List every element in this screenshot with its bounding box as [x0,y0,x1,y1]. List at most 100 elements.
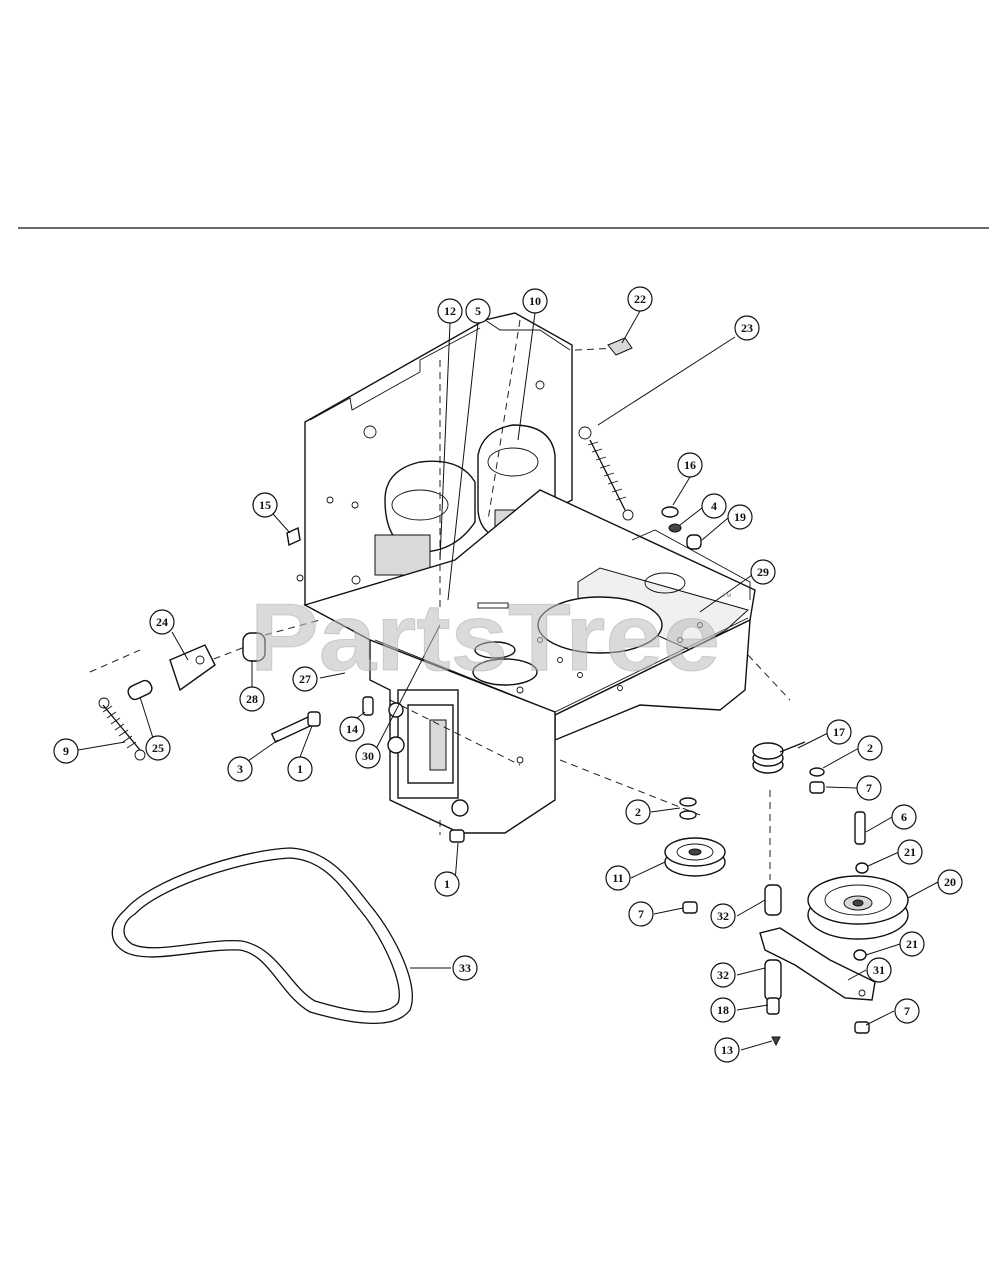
svg-text:19: 19 [734,510,746,524]
callout-11: 11 [605,865,631,891]
nut-1-left [307,711,321,727]
svg-text:20: 20 [944,875,956,889]
svg-text:32: 32 [717,968,729,982]
callout-16: 16 [677,452,703,478]
svg-text:11: 11 [612,871,623,885]
callout-20: 20 [937,869,963,895]
callout-23: 23 [734,315,760,341]
svg-text:4: 4 [711,499,717,513]
svg-text:21: 21 [906,937,918,951]
nut-7-lower [854,1021,870,1034]
idler-pulley-11 [664,837,726,877]
bolt-6 [854,811,866,845]
idler-arm-31 [759,927,876,1001]
callout-7-left: 7 [628,901,654,927]
bushing-21-bottom [853,949,867,961]
washer-2-right [809,767,825,777]
svg-text:14: 14 [346,722,358,736]
svg-text:9: 9 [63,744,69,758]
callout-28: 28 [239,686,265,712]
svg-text:3: 3 [237,762,243,776]
callout-3: 3 [227,756,253,782]
callout-29: 29 [750,559,776,585]
callout-21-bottom: 21 [899,931,925,957]
pin-25 [127,679,153,701]
svg-text:13: 13 [721,1043,733,1057]
svg-text:32: 32 [717,909,729,923]
watermark-trademark: ™ [722,592,732,603]
svg-text:28: 28 [246,692,258,706]
drive-belt-33 [111,847,413,1025]
callout-17: 17 [826,719,852,745]
svg-text:22: 22 [634,292,646,306]
leader-lines [77,310,939,1051]
callout-31: 31 [866,957,892,983]
callout-18: 18 [710,997,736,1023]
svg-text:7: 7 [866,781,872,795]
washer-4 [668,523,682,533]
svg-text:1: 1 [444,877,450,891]
svg-text:18: 18 [717,1003,729,1017]
callout-24: 24 [149,609,175,635]
bracket-15 [286,526,301,547]
spring-23 [578,426,634,521]
callout-5: 5 [465,298,491,324]
watermark: PartsTree [250,584,720,691]
callout-1-bottom: 1 [434,871,460,897]
callout-14: 14 [339,716,365,742]
bolt-3 [270,716,313,744]
label-plate-22 [607,337,633,356]
svg-text:2: 2 [867,741,873,755]
nut-16 [661,506,679,518]
idler-pulley-20 [807,875,909,940]
svg-text:12: 12 [444,304,456,318]
callout-1-left: 1 [287,756,313,782]
svg-text:7: 7 [904,1004,910,1018]
callouts: 12 5 10 22 23 16 4 19 15 29 24 28 27 9 2… [53,286,963,1063]
nut-7-left [682,901,698,914]
svg-text:23: 23 [741,321,753,335]
callout-9: 9 [53,738,79,764]
callout-6: 6 [891,804,917,830]
svg-text:15: 15 [259,498,271,512]
nut-7-upper [809,781,825,794]
svg-text:33: 33 [459,961,471,975]
svg-text:25: 25 [152,741,164,755]
bushing-19 [686,534,702,550]
callout-4: 4 [701,493,727,519]
shaft-18 [766,997,780,1015]
pin-14 [362,696,374,716]
svg-text:31: 31 [873,963,885,977]
svg-text:5: 5 [475,304,481,318]
svg-text:1: 1 [297,762,303,776]
callout-25: 25 [145,735,171,761]
callout-27: 27 [292,666,318,692]
callout-2-right: 2 [857,735,883,761]
callout-7-upper: 7 [856,775,882,801]
callout-7-lower: 7 [894,998,920,1024]
svg-text:16: 16 [684,458,696,472]
spacer-32-lower [764,959,782,1001]
bracket-24 [169,644,216,692]
svg-text:27: 27 [299,672,311,686]
spacer-32-upper [764,884,782,916]
callout-22: 22 [627,286,653,312]
svg-text:29: 29 [757,565,769,579]
fitting-13 [771,1036,781,1047]
svg-text:24: 24 [156,615,168,629]
svg-text:30: 30 [362,749,374,763]
svg-text:6: 6 [901,810,907,824]
torsion-spring-17 [752,741,806,774]
callout-15: 15 [252,492,278,518]
spring-9 [98,697,146,761]
callout-30: 30 [355,743,381,769]
callout-32-lower: 32 [710,962,736,988]
svg-text:17: 17 [833,725,845,739]
callout-32-upper: 32 [710,903,736,929]
callout-2-mid: 2 [625,799,651,825]
bushing-21-top [855,862,869,874]
nut-1-bottom [449,829,465,843]
main-frame [89,312,791,880]
svg-text:2: 2 [635,805,641,819]
